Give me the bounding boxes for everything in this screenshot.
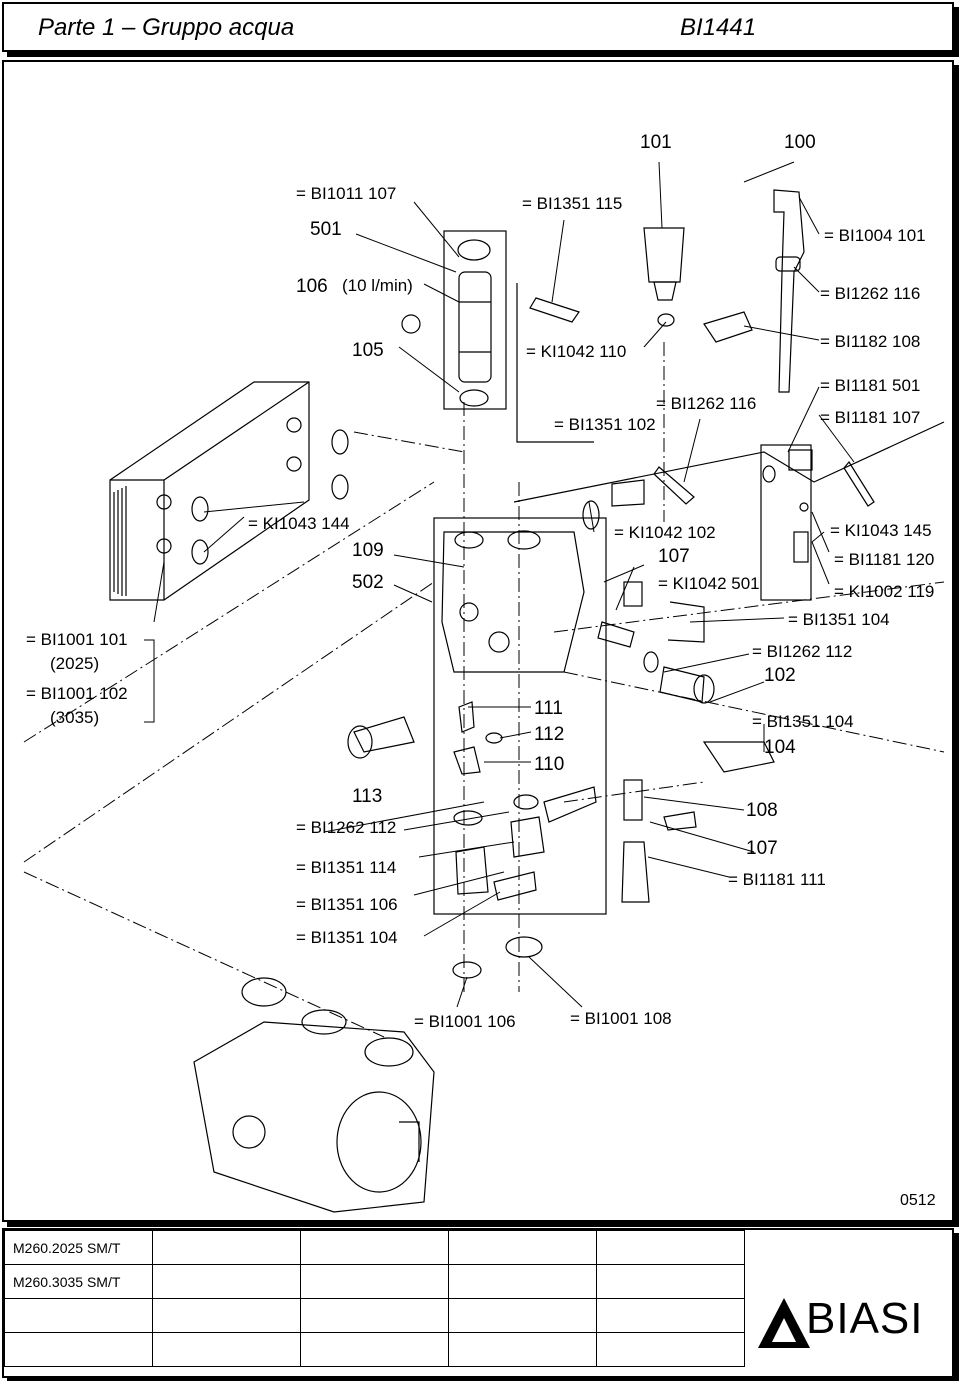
code-bi1351-104-b: = BI1351 104 xyxy=(752,712,854,731)
exploded-diagram xyxy=(23,161,945,1213)
document-code: BI1441 xyxy=(680,14,757,41)
ref-107-b: 107 xyxy=(746,838,778,859)
code-bi1001-108: = BI1001 108 xyxy=(570,1009,672,1028)
table-row: M260.3035 SM/T xyxy=(4,1264,745,1299)
code-ki1043-144: = KI1043 144 xyxy=(248,514,350,533)
flow-rate-note: (10 l/min) xyxy=(342,276,413,295)
table-cell xyxy=(448,1298,597,1333)
ref-108: 108 xyxy=(746,800,778,821)
plate-heat-exchanger xyxy=(109,381,349,601)
code-bi1181-107: = BI1181 107 xyxy=(820,408,921,427)
code-bi1182-108: = BI1182 108 xyxy=(820,332,921,351)
code-ki1042-102: = KI1042 102 xyxy=(614,523,716,542)
code-ki1002-119: = KI1002 119 xyxy=(834,582,935,601)
table-cell xyxy=(596,1298,745,1333)
code-ki1043-145: = KI1043 145 xyxy=(830,521,932,540)
page-title: Parte 1 – Gruppo acqua xyxy=(38,14,295,41)
code-bi1351-106: = BI1351 106 xyxy=(296,895,398,914)
code-bi1011-107: = BI1011 107 xyxy=(296,184,397,203)
code-bi1262-112-a: = BI1262 112 xyxy=(752,642,853,661)
model-2025: (2025) xyxy=(50,654,100,673)
logo-triangle-icon xyxy=(758,1298,810,1348)
code-bi1181-120: = BI1181 120 xyxy=(834,550,935,569)
ref-106: 106 xyxy=(296,276,328,297)
table-cell xyxy=(300,1264,449,1299)
code-bi1181-111: = BI1181 111 xyxy=(728,870,826,889)
bottom-valve-group xyxy=(193,977,435,1213)
table-cell xyxy=(300,1230,449,1265)
table-cell: M260.3035 SM/T xyxy=(4,1264,153,1299)
table-cell xyxy=(4,1332,153,1367)
ref-501: 501 xyxy=(310,219,342,240)
ref-110: 110 xyxy=(534,754,565,775)
ref-109: 109 xyxy=(352,540,384,561)
table-cell xyxy=(448,1230,597,1265)
drawing-number: 0512 xyxy=(900,1192,936,1209)
table-cell xyxy=(596,1332,745,1367)
table-cell xyxy=(596,1230,745,1265)
ref-105: 105 xyxy=(352,340,384,361)
code-bi1001-106: = BI1001 106 xyxy=(414,1012,516,1031)
footer-table-area: M260.2025 SM/T M260.3035 SM/T xyxy=(2,1228,954,1378)
table-cell xyxy=(4,1298,153,1333)
code-bi1262-116-a: = BI1262 116 xyxy=(820,284,921,303)
table-cell xyxy=(152,1332,301,1367)
code-ki1042-110: = KI1042 110 xyxy=(526,342,627,361)
table-cell xyxy=(152,1264,301,1299)
ref-111: 111 xyxy=(534,698,563,719)
ref-100: 100 xyxy=(784,132,816,153)
table-cell xyxy=(300,1298,449,1333)
table-cell: M260.2025 SM/T xyxy=(4,1230,153,1265)
code-bi1351-104-a: = BI1351 104 xyxy=(788,610,890,629)
table-cell xyxy=(448,1332,597,1367)
ref-113: 113 xyxy=(352,786,383,807)
code-ki1042-501: = KI1042 501 xyxy=(658,574,760,593)
biasi-logo: BIASI xyxy=(752,1274,952,1374)
table-cell xyxy=(596,1264,745,1299)
table-row xyxy=(4,1298,745,1333)
table-cell xyxy=(152,1298,301,1333)
table-row xyxy=(4,1332,745,1367)
model-table: M260.2025 SM/T M260.3035 SM/T xyxy=(4,1230,745,1367)
ref-502: 502 xyxy=(352,572,384,593)
code-bi1351-104-c: = BI1351 104 xyxy=(296,928,398,947)
table-cell xyxy=(152,1230,301,1265)
code-bi1004-101: = BI1004 101 xyxy=(824,226,926,245)
code-bi1001-101: = BI1001 101 xyxy=(26,630,128,649)
code-bi1262-112-b: = BI1262 112 xyxy=(296,818,397,837)
ref-102: 102 xyxy=(764,665,796,686)
brand-name: BIASI xyxy=(806,1294,924,1343)
exploded-diagram-frame: 101 100 = BI1011 107 = BI1351 115 501 = … xyxy=(2,60,954,1222)
table-cell xyxy=(448,1264,597,1299)
ref-107-a: 107 xyxy=(658,546,690,567)
code-bi1351-115: = BI1351 115 xyxy=(522,194,623,213)
code-bi1262-116-b: = BI1262 116 xyxy=(656,394,757,413)
ref-104: 104 xyxy=(764,737,796,758)
code-bi1351-102: = BI1351 102 xyxy=(554,415,656,434)
model-3035: (3035) xyxy=(50,708,100,727)
page-header: Parte 1 – Gruppo acqua BI1441 xyxy=(2,2,954,52)
ref-101: 101 xyxy=(640,132,672,153)
code-bi1351-114: = BI1351 114 xyxy=(296,858,397,877)
table-cell xyxy=(300,1332,449,1367)
table-row: M260.2025 SM/T xyxy=(4,1230,745,1265)
ref-112: 112 xyxy=(534,724,565,745)
code-bi1001-102: = BI1001 102 xyxy=(26,684,128,703)
code-bi1181-501: = BI1181 501 xyxy=(820,376,921,395)
